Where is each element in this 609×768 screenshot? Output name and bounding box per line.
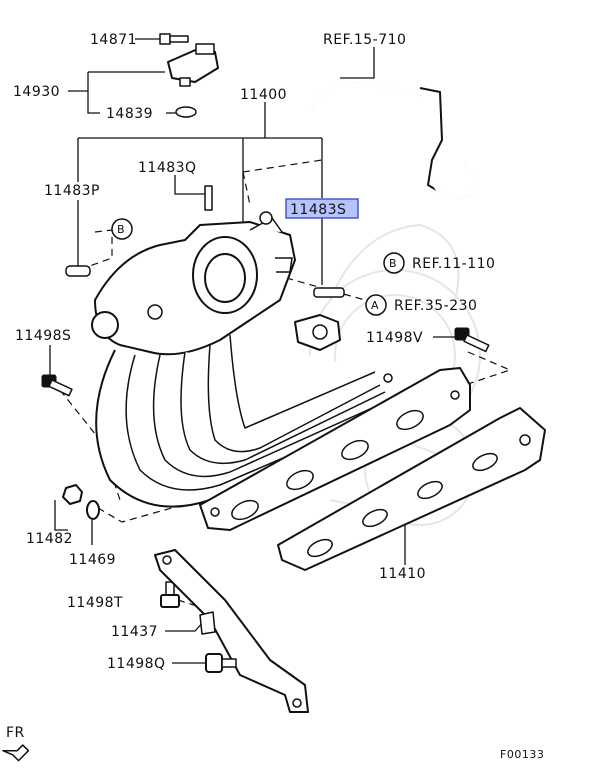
label-11498t[interactable]: 11498T [67,595,123,611]
pin-11483s-icon[interactable] [313,287,345,298]
highlight-11483s [285,198,359,219]
part-labels: 14871 14930 14839 11400 REF.15-710 11483… [6,32,544,761]
map-sensor-icon[interactable] [167,43,219,87]
bolt-14871-icon[interactable] [159,33,189,45]
label-11483s[interactable]: 11483S [290,202,346,218]
label-11483p[interactable]: 11483P [44,183,100,199]
bolt-11498v-icon[interactable] [454,327,490,353]
label-14930[interactable]: 14930 [13,84,60,100]
bolt-11498s-icon[interactable] [41,374,73,397]
marker-b-upper: B [111,218,133,240]
plug-11483p-icon[interactable] [65,265,91,277]
washer-11469-icon[interactable] [86,500,100,520]
label-11498q[interactable]: 11498Q [107,656,166,672]
label-ref-11-110[interactable]: REF.11-110 [412,256,495,272]
pin-11483q-icon[interactable] [204,185,213,211]
label-ref-35-230[interactable]: REF.35-230 [394,298,477,314]
label-11498s[interactable]: 11498S [15,328,71,344]
svg-text:A: A [371,299,379,312]
intake-manifold-icon[interactable] [91,211,471,531]
marker-a-ref: A [365,294,387,316]
front-direction-arrow-icon [2,744,30,762]
label-14871[interactable]: 14871 [90,32,137,48]
vacuum-hose-icon[interactable] [310,82,478,200]
o-ring-icon[interactable] [175,106,197,118]
label-11400[interactable]: 11400 [240,87,287,103]
marker-b-ref: B [383,252,405,274]
bolt-11498t-icon[interactable] [160,581,180,608]
svg-text:B: B [389,257,397,270]
bolt-11498q-icon[interactable] [205,653,237,673]
nut-11482-icon[interactable] [62,484,83,505]
svg-text:B: B [117,223,125,236]
label-11437[interactable]: 11437 [111,624,158,640]
leader-lines [49,38,458,664]
label-fr: FR [6,725,25,741]
label-11469[interactable]: 11469 [69,552,116,568]
label-ref-15-710[interactable]: REF.15-710 [323,32,406,48]
label-11482[interactable]: 11482 [26,531,73,547]
figure-code: F00133 [500,748,544,761]
label-11483q[interactable]: 11483Q [138,160,197,176]
label-11498v[interactable]: 11498V [366,330,423,346]
gasket-11410-icon[interactable] [277,407,546,571]
stay-bracket-icon[interactable] [154,549,309,713]
label-11410[interactable]: 11410 [379,566,426,582]
label-14839[interactable]: 14839 [106,106,153,122]
